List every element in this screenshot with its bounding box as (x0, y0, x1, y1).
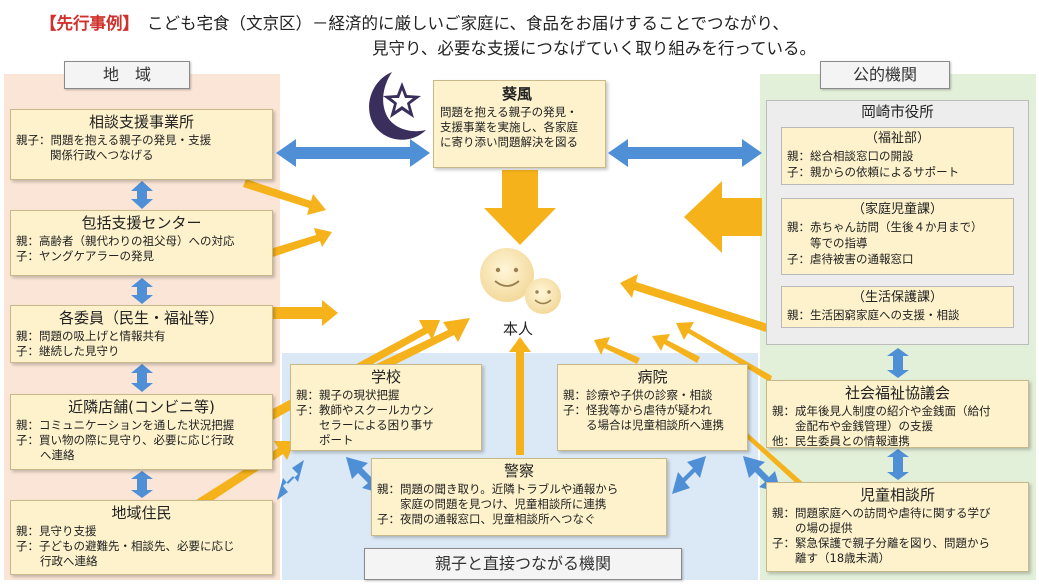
community-header: 地 域 (64, 61, 190, 89)
public-vertical-arrows (887, 348, 909, 480)
dept-line: 親：総合相談窓口の開設 (787, 149, 914, 163)
direct-header: 親子と直接つながる機関 (364, 548, 682, 580)
box-line: 子：緊急保護で親子分離を図り、問題から (772, 536, 991, 550)
dept-family-child-box: （家庭児童課） 親：赤ちゃん訪問（生後４か月まで） 等での指導 子：虐待被害の通… (781, 198, 1014, 275)
box-line: 子：子どもの避難先・相談先、必要に応じ (16, 539, 235, 553)
title-line-2: 見守り、必要な支援につなげていく取り組みを行っている。 (372, 39, 817, 58)
box-line: 子：継続した見守り (16, 344, 120, 358)
box-line: セラーによる困り事サ (296, 418, 434, 432)
dept-line: 子：虐待被害の通報窓口 (787, 252, 914, 266)
orange-arrow-community-mid (262, 300, 338, 326)
box-title: 病院 (637, 368, 668, 386)
orange-arrow-police (509, 337, 531, 455)
box-line: へ連絡 (40, 448, 75, 462)
community-box-support-center: 包括支援センター 親：高齢者（親代わりの祖父母）への対応 子：ヤングケアラーの発… (10, 210, 273, 276)
dept-title: （家庭児童課） (851, 202, 943, 217)
public-header: 公的機関 (820, 61, 950, 89)
page-title: 【先行事例】こども宅食（文京区）－経済的に厳しいご家庭に、食品をお届けすることで… (40, 10, 789, 34)
box-line: 親：高齢者（親代わりの祖父母）への対応 (16, 234, 235, 248)
box-line: 親：問題の吸上げと情報共有 (16, 329, 166, 343)
school-box: 学校 親：親子の現状把握 子：教師やスクールカウン セラーによる困り事サ ポート (290, 364, 482, 451)
box-line: 親：問題家庭への訪問や虐待に関する学び (772, 506, 991, 520)
community-box-residents: 地域住民 親：見守り支援 子：子どもの避難先・相談先、必要に応じ 行政へ連絡 (10, 500, 273, 575)
box-title: 警察 (503, 462, 534, 480)
box-line: 親子：問題を抱える親子の発見・支援 (16, 133, 212, 147)
community-box-committee: 各委員（民生・福祉等） 親：問題の吸上げと情報共有 子：継続した見守り (10, 305, 273, 363)
box-line: 親：見守り支援 (16, 524, 97, 538)
dept-welfare-box: （福祉部） 親：総合相談窓口の開設 子：親からの依頼によるサポート (781, 127, 1014, 185)
box-line: 親：コミュニケーションを通した状況把握 (16, 418, 235, 432)
child-guidance-center-box: 児童相談所 親：問題家庭への訪問や虐待に関する学び の場の提供 子：緊急保護で親… (766, 482, 1029, 572)
box-line: 金配布や金銭管理）の支援 (772, 419, 933, 433)
box-title: 学校 (370, 368, 401, 386)
box-title: 相談支援事業所 (88, 113, 194, 131)
title-line-1: こども宅食（文京区）－経済的に厳しいご家庭に、食品をお届けすることでつながり、 (147, 14, 789, 33)
orange-arrow-community-top (243, 179, 326, 215)
dept-title: （福祉部） (864, 131, 930, 146)
box-line: ポート (296, 433, 354, 447)
box-line: る場合は児童相談所へ連携 (563, 418, 724, 432)
dept-line: 等での指導 (787, 236, 868, 250)
aoi-logo-icon (369, 72, 426, 140)
dept-line: 子：親からの依頼によるサポート (787, 165, 960, 179)
community-box-consultation: 相談支援事業所 親子：問題を抱える親子の発見・支援 関係行政へつなげる (10, 109, 273, 180)
dept-livelihood-box: （生活保護課） 親：生活困窮家庭への支援・相談 (781, 286, 1014, 328)
box-line: 子：教師やスクールカウン (296, 403, 434, 417)
box-line: 関係行政へつなげる (50, 148, 154, 162)
box-line: の場の提供 (772, 521, 853, 535)
dept-line: 親：生活困窮家庭への支援・相談 (787, 308, 960, 322)
box-line: 親：問題の聞き取り。近隣トラブルや通報から (377, 482, 619, 496)
box-title: 児童相談所 (859, 486, 935, 504)
center-org-line: 問題を抱える親子の発見・ (440, 105, 578, 119)
orange-arrow-child-guidance (730, 420, 816, 498)
hospital-box: 病院 親：診療や子供の診察・相談 子：怪我等から虐待が疑われ る場合は児童相談所… (557, 364, 748, 451)
dept-line: 親：赤ちゃん訪問（生後４か月まで） (787, 220, 983, 234)
box-line: 子：夜間の通報窓口、児童相談所へつなぐ (377, 512, 596, 526)
box-line: 親：成年後見人制度の紹介や金銭面（給付 (772, 404, 991, 418)
box-line: 子：怪我等から虐待が疑われ (563, 403, 712, 417)
page-subtitle: 見守り、必要な支援につなげていく取り組みを行っている。 (372, 35, 816, 59)
box-line: 子：買い物の際に見守り、必要に応じ行政 (16, 433, 235, 447)
community-vertical-arrows (131, 181, 153, 498)
box-line: 離す（18歳未満） (772, 551, 891, 565)
box-title: 各委員（民生・福祉等） (58, 309, 224, 327)
orange-arrow-public-diag (620, 274, 772, 382)
double-arrow-center-public (608, 139, 762, 167)
box-line: 行政へ連絡 (40, 554, 98, 568)
box-line: 子：ヤングケアラーの発見 (16, 249, 154, 263)
box-title: 地域住民 (111, 504, 172, 522)
center-org-box: 葵風 問題を抱える親子の発見・ 支援事業を実施し、各家庭 に寄り添い問題解決を図… (433, 80, 606, 168)
orange-arrow-public-left (684, 181, 762, 253)
orange-arrow-center-down (484, 170, 556, 245)
box-line: 親：診療や子供の診察・相談 (563, 388, 713, 402)
double-arrow-community-center (276, 139, 430, 167)
title-tag: 【先行事例】 (40, 14, 139, 33)
center-org-line: に寄り添い問題解決を図る (440, 135, 578, 149)
orange-arrow-hospital (594, 334, 700, 364)
person-label: 本人 (503, 320, 534, 338)
box-title: 社会福祉協議会 (844, 384, 950, 402)
police-box: 警察 親：問題の聞き取り。近隣トラブルや通報から 家庭の問題を見つけ、児童相談所… (371, 458, 667, 536)
center-org-line: 支援事業を実施し、各家庭 (440, 120, 578, 134)
social-welfare-council-box: 社会福祉協議会 親：成年後見人制度の紹介や金銭面（給付 金配布や金銭管理）の支援… (766, 380, 1029, 448)
box-title: 近隣店舗(コンビニ等) (68, 398, 215, 416)
person-smiley-icon (480, 248, 561, 314)
dept-title: （生活保護課） (851, 290, 943, 305)
orange-arrow-community-2 (257, 228, 332, 261)
box-line: 親：親子の現状把握 (296, 388, 400, 402)
box-line: 家庭の問題を見つけ、児童相談所に連携 (377, 497, 607, 511)
city-office-title: 岡崎市役所 (861, 105, 934, 121)
box-title: 包括支援センター (81, 214, 202, 232)
center-org-name: 葵風 (502, 85, 533, 103)
orange-arrow-school (372, 318, 470, 372)
box-line: 他：民生委員との情報連携 (772, 434, 910, 448)
community-box-shops: 近隣店舗(コンビニ等) 親：コミュニケーションを通した状況把握 子：買い物の際に… (10, 394, 273, 470)
